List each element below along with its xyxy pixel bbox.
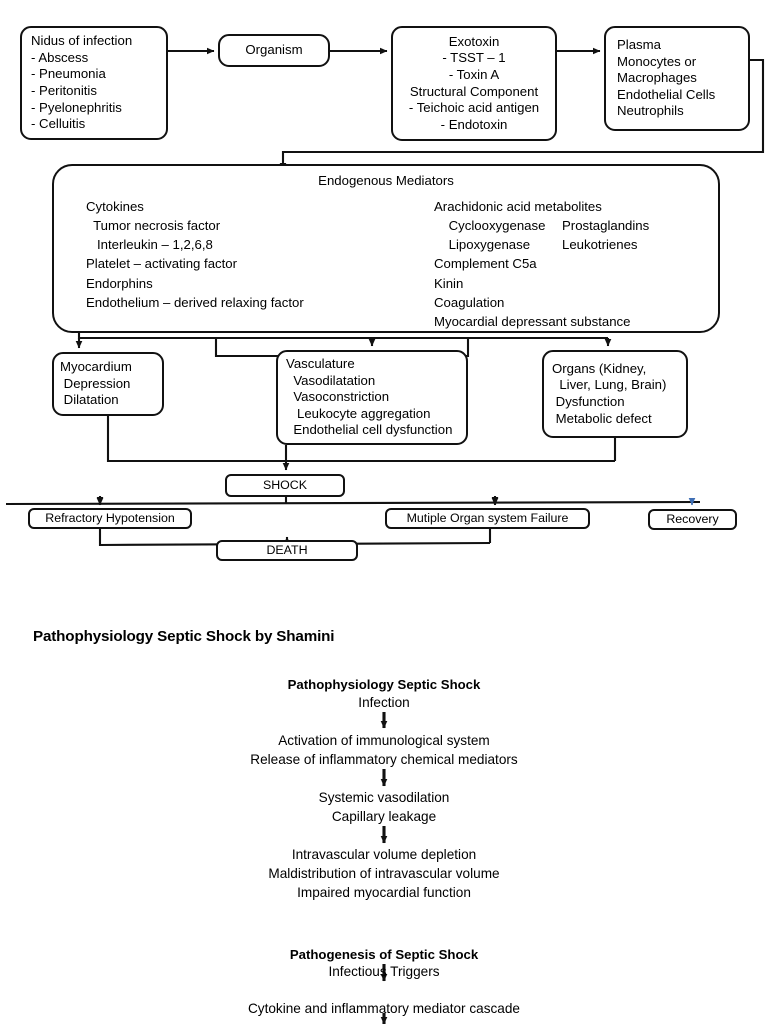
- mediator-product: Prostaglandins: [562, 218, 650, 234]
- myocardium-item: Depression: [60, 375, 131, 391]
- node-shock: SHOCK: [225, 474, 345, 497]
- mediator-item: Interleukin – 1,2,6,8: [86, 237, 213, 253]
- nidus-item: - Peritonitis: [31, 83, 97, 98]
- exotoxin-title: Exotoxin: [448, 33, 500, 49]
- exotoxin-item: - Endotoxin: [440, 116, 508, 132]
- vasculature-item: Endothelial cell dysfunction: [286, 422, 453, 438]
- vasculature-item: Vasodilatation: [286, 372, 376, 388]
- flow3-heading: Pathogenesis of Septic Shock: [289, 947, 479, 962]
- flow2-step: Capillary leakage: [331, 809, 437, 824]
- organs-item: Liver, Lung, Brain): [552, 377, 667, 393]
- flow2-step: Systemic vasodilation: [318, 790, 450, 805]
- node-multiple-organ-system-failure: Mutiple Organ system Failure: [385, 508, 590, 529]
- exotoxin-item: - TSST – 1: [442, 50, 506, 66]
- node-refractory-hypotension: Refractory Hypotension: [28, 508, 192, 529]
- mediators-right-column: Arachidonic acid metabolites Cyclooxygen…: [386, 197, 718, 331]
- refractory-label: Refractory Hypotension: [45, 510, 175, 525]
- organs-item: Metabolic defect: [552, 410, 652, 426]
- mediators-left-column: Cytokines Tumor necrosis factor Interleu…: [54, 197, 386, 331]
- flow2-step: Maldistribution of intravascular volume: [268, 866, 500, 881]
- vasculature-item: Vasoconstriction: [286, 389, 390, 405]
- mediator-item: Myocardial depressant substance: [434, 313, 631, 329]
- organs-item: Dysfunction: [552, 394, 625, 409]
- shock-label: SHOCK: [262, 477, 308, 492]
- exotoxin-item: - Teichoic acid antigen: [408, 100, 540, 116]
- mediator-product: Leukotrienes: [562, 237, 638, 253]
- recovery-label: Recovery: [666, 511, 719, 526]
- node-organs: Organs (Kidney, Liver, Lung, Brain) Dysf…: [542, 350, 688, 438]
- mediators-title: Endogenous Mediators: [318, 173, 454, 188]
- node-endogenous-mediators: Endogenous Mediators Cytokines Tumor nec…: [52, 164, 720, 333]
- node-nidus-of-infection: Nidus of infection - Abscess - Pneumonia…: [20, 26, 168, 140]
- mediator-enzyme-pair: Cyclooxygenase Prostaglandins: [434, 216, 718, 235]
- nidus-title: Nidus of infection: [31, 33, 133, 49]
- vasculature-item: Leukocyte aggregation: [286, 405, 431, 421]
- flow3-step: Cytokine and inflammatory mediator casca…: [247, 1001, 520, 1016]
- mediator-item: Platelet – activating factor: [86, 256, 238, 272]
- exotoxin-item: - Toxin A: [448, 66, 500, 82]
- nidus-item: - Pyelonephritis: [31, 99, 122, 115]
- plasma-item: Neutrophils: [617, 103, 684, 119]
- flow2-step: Impaired myocardial function: [297, 885, 471, 900]
- mosf-label: Mutiple Organ system Failure: [406, 510, 569, 525]
- plasma-item: Monocytes or: [617, 53, 697, 69]
- nidus-item: - Pneumonia: [31, 66, 106, 82]
- mediator-enzyme: Lipoxygenase: [434, 237, 531, 253]
- node-organism: Organism: [218, 34, 330, 67]
- mediator-item: Kinin: [434, 275, 464, 291]
- mediator-enzyme-pair: Lipoxygenase Leukotrienes: [434, 235, 718, 254]
- nidus-item: - Abscess: [31, 49, 89, 65]
- plasma-item: Plasma: [617, 36, 661, 52]
- flow2-heading: Pathophysiology Septic Shock: [287, 677, 481, 692]
- myocardium-item: Dilatation: [60, 392, 119, 408]
- node-vasculature: Vasculature Vasodilatation Vasoconstrict…: [276, 350, 468, 445]
- mediator-enzyme: Cyclooxygenase: [434, 218, 546, 234]
- nidus-item: - Celluitis: [31, 116, 86, 132]
- vasculature-item: Vasculature: [286, 355, 355, 371]
- node-myocardium: Myocardium Depression Dilatation: [52, 352, 164, 416]
- death-label: DEATH: [266, 542, 308, 557]
- node-death: DEATH: [216, 540, 358, 561]
- mediator-item: Endothelium – derived relaxing factor: [86, 294, 304, 310]
- myocardium-item: Myocardium: [60, 359, 132, 375]
- node-exotoxin: Exotoxin - TSST – 1 - Toxin A Structural…: [391, 26, 557, 141]
- mediator-item: Arachidonic acid metabolites: [434, 199, 602, 214]
- flow3-step: Infectious Triggers: [328, 964, 440, 979]
- flow2-step: Infection: [358, 695, 410, 710]
- organs-item: Organs (Kidney,: [552, 360, 647, 376]
- mediator-item: Complement C5a: [434, 256, 537, 272]
- mediator-item: Tumor necrosis factor: [86, 218, 221, 234]
- plasma-item: Endothelial Cells: [617, 86, 716, 102]
- node-plasma-cells: Plasma Monocytes or Macrophages Endothel…: [604, 26, 750, 131]
- flow2-step: Release of inflammatory chemical mediato…: [250, 752, 518, 767]
- flow2-step: Activation of immunological system: [278, 733, 490, 748]
- mediator-item: Cytokines: [86, 199, 144, 214]
- mediator-item: Coagulation: [434, 294, 505, 310]
- node-recovery: Recovery: [648, 509, 737, 530]
- flow2-step: Intravascular volume depletion: [291, 847, 477, 862]
- page-title: Pathophysiology Septic Shock by Shamini: [33, 628, 335, 645]
- plasma-item: Macrophages: [617, 70, 697, 86]
- exotoxin-item: Structural Component: [409, 83, 539, 99]
- organism-label: Organism: [245, 42, 303, 58]
- mediator-item: Endorphins: [86, 275, 153, 291]
